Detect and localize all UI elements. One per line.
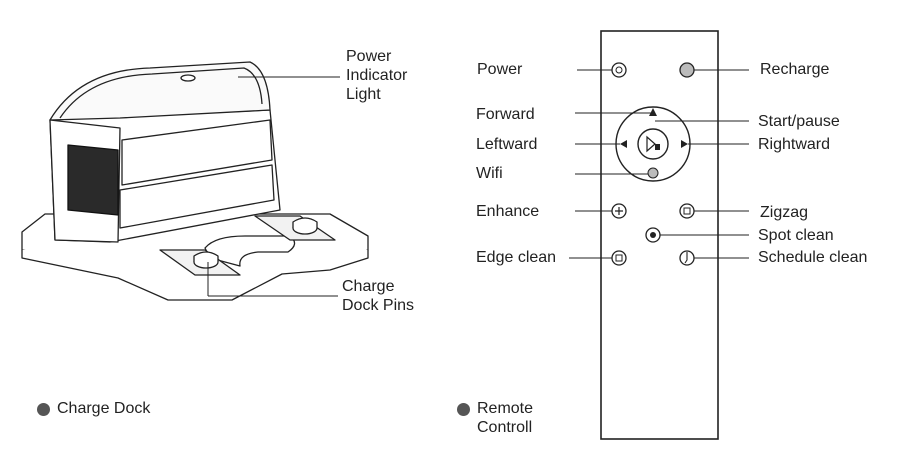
label-wifi: Wifi [476, 165, 503, 182]
label-schedule-clean: Schedule clean [758, 249, 868, 266]
power-light-line-2: Indicator [346, 67, 408, 84]
charge-dock-caption: Charge Dock [57, 400, 151, 417]
remote-caption: Remote Controll [477, 399, 533, 437]
label-zigzag: Zigzag [760, 204, 809, 221]
charge-dock-pins-label: Charge Dock Pins [342, 277, 414, 315]
remote-bullet-icon [457, 403, 470, 416]
label-forward: Forward [476, 106, 535, 123]
charge-dock-bullet-icon [37, 403, 50, 416]
label-start-pause: Start/pause [758, 113, 840, 130]
power-light-line-3: Light [346, 86, 381, 103]
label-leftward: Leftward [476, 136, 538, 153]
remote-leader-lines [569, 69, 749, 259]
remote-caption-line-1: Remote [477, 400, 534, 417]
label-enhance: Enhance [476, 203, 540, 220]
label-edge-clean: Edge clean [476, 249, 557, 266]
label-recharge: Recharge [760, 61, 830, 78]
charge-dock-illustration [21, 61, 369, 301]
label-rightward: Rightward [758, 136, 831, 153]
power-light-line-1: Power [346, 48, 392, 65]
remote-caption-line-2: Controll [477, 419, 533, 436]
charge-pins-line-1: Charge [342, 278, 395, 295]
charge-pins-line-2: Dock Pins [342, 297, 415, 314]
label-spot-clean: Spot clean [758, 227, 834, 244]
power-indicator-light-label: Power Indicator Light [346, 47, 407, 104]
label-power: Power [477, 61, 523, 78]
